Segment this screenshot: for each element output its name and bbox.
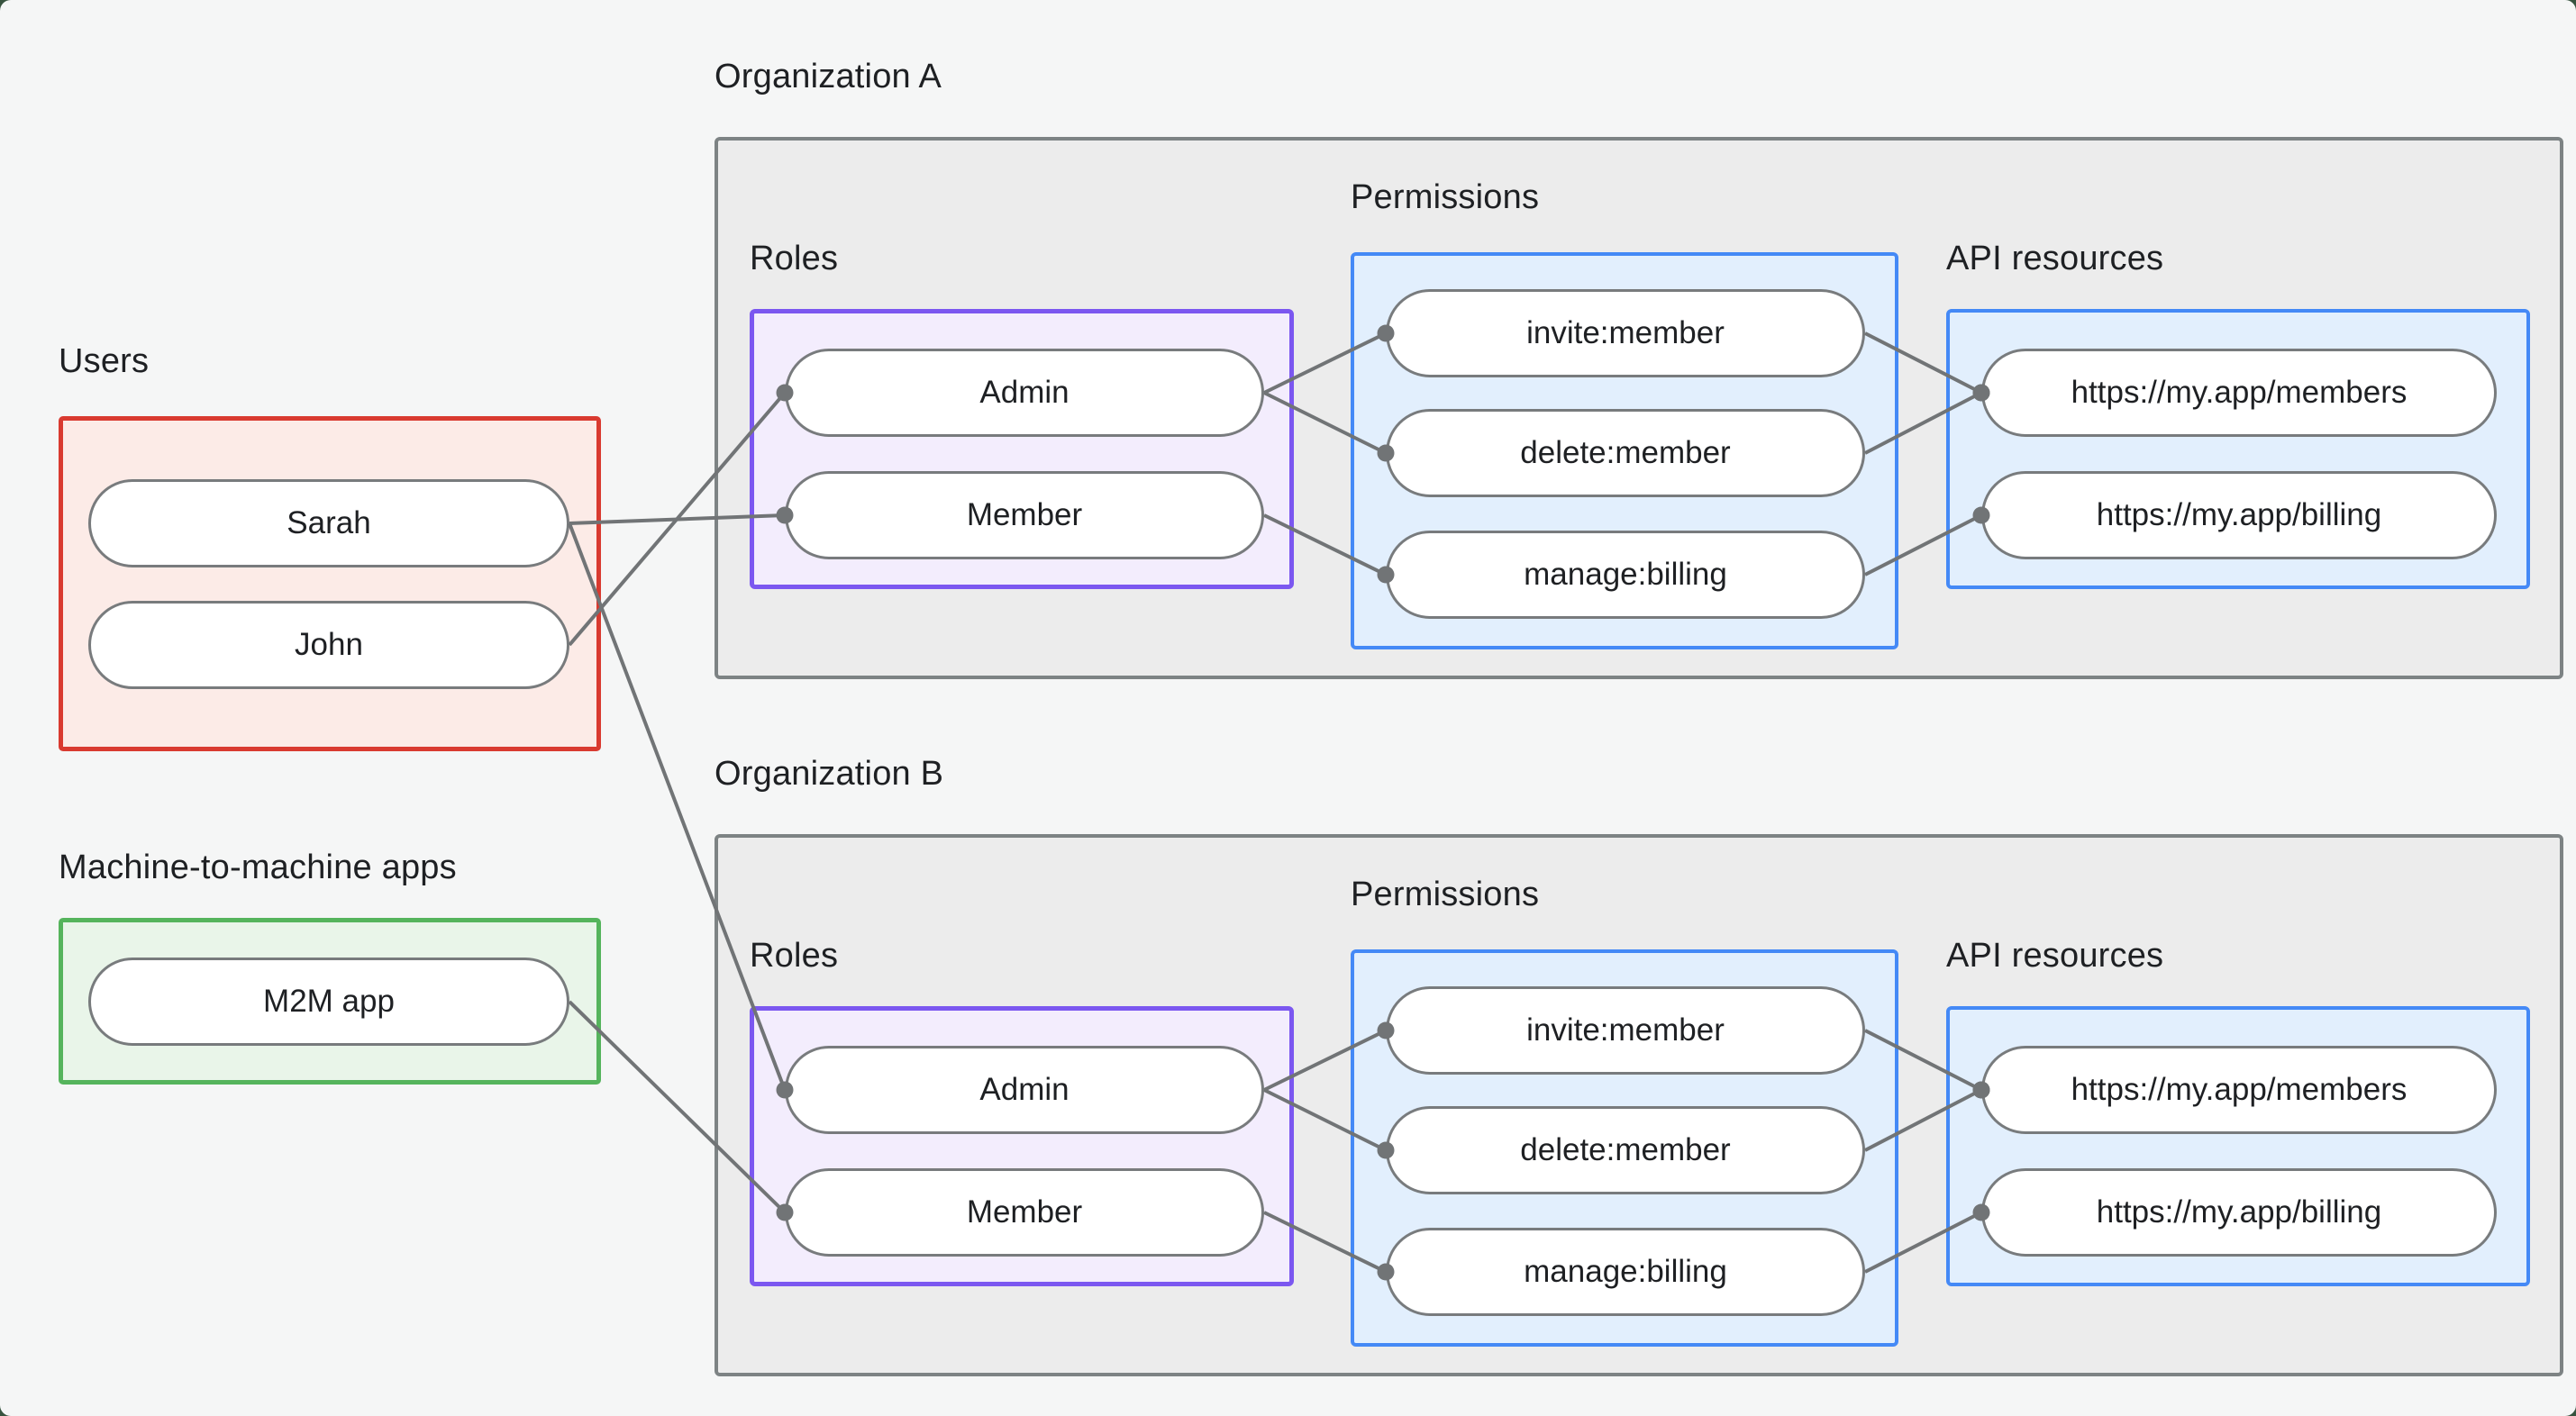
org-a-permission-pill-invite-member: invite:member [1386,289,1865,377]
org-b-title: Organization B [715,755,944,793]
m2m-section-label: Machine-to-machine apps [59,849,457,886]
user-pill-sarah: Sarah [88,479,569,567]
org-b-role-pill-admin: Admin [785,1046,1264,1134]
org-a-role-pill-admin: Admin [785,349,1264,437]
org-a-permission-pill-delete-member: delete:member [1386,409,1865,497]
org-a-api-resources-label: API resources [1946,240,2164,277]
org-b-permissions-label: Permissions [1351,876,1540,913]
org-b-api-resources-label: API resources [1946,937,2164,975]
org-a-permission-pill-manage-billing: manage:billing [1386,531,1865,619]
org-b-roles-label: Roles [750,937,839,975]
org-b-permission-pill-invite-member: invite:member [1386,986,1865,1075]
org-a-roles-label: Roles [750,240,839,277]
org-b-role-pill-member: Member [785,1168,1264,1257]
org-b-api-pill-billing: https://my.app/billing [1981,1168,2497,1257]
org-b-permission-pill-delete-member: delete:member [1386,1106,1865,1194]
org-a-title: Organization A [715,58,942,95]
org-a-permissions-label: Permissions [1351,178,1540,216]
org-a-api-pill-members: https://my.app/members [1981,349,2497,437]
org-a-role-pill-member: Member [785,471,1264,559]
org-b-permission-pill-manage-billing: manage:billing [1386,1228,1865,1316]
user-pill-john: John [88,601,569,689]
users-box [59,416,601,751]
users-section-label: Users [59,342,150,380]
org-a-api-pill-billing: https://my.app/billing [1981,471,2497,559]
org-b-api-pill-members: https://my.app/members [1981,1046,2497,1134]
m2m-app-pill: M2M app [88,958,569,1046]
